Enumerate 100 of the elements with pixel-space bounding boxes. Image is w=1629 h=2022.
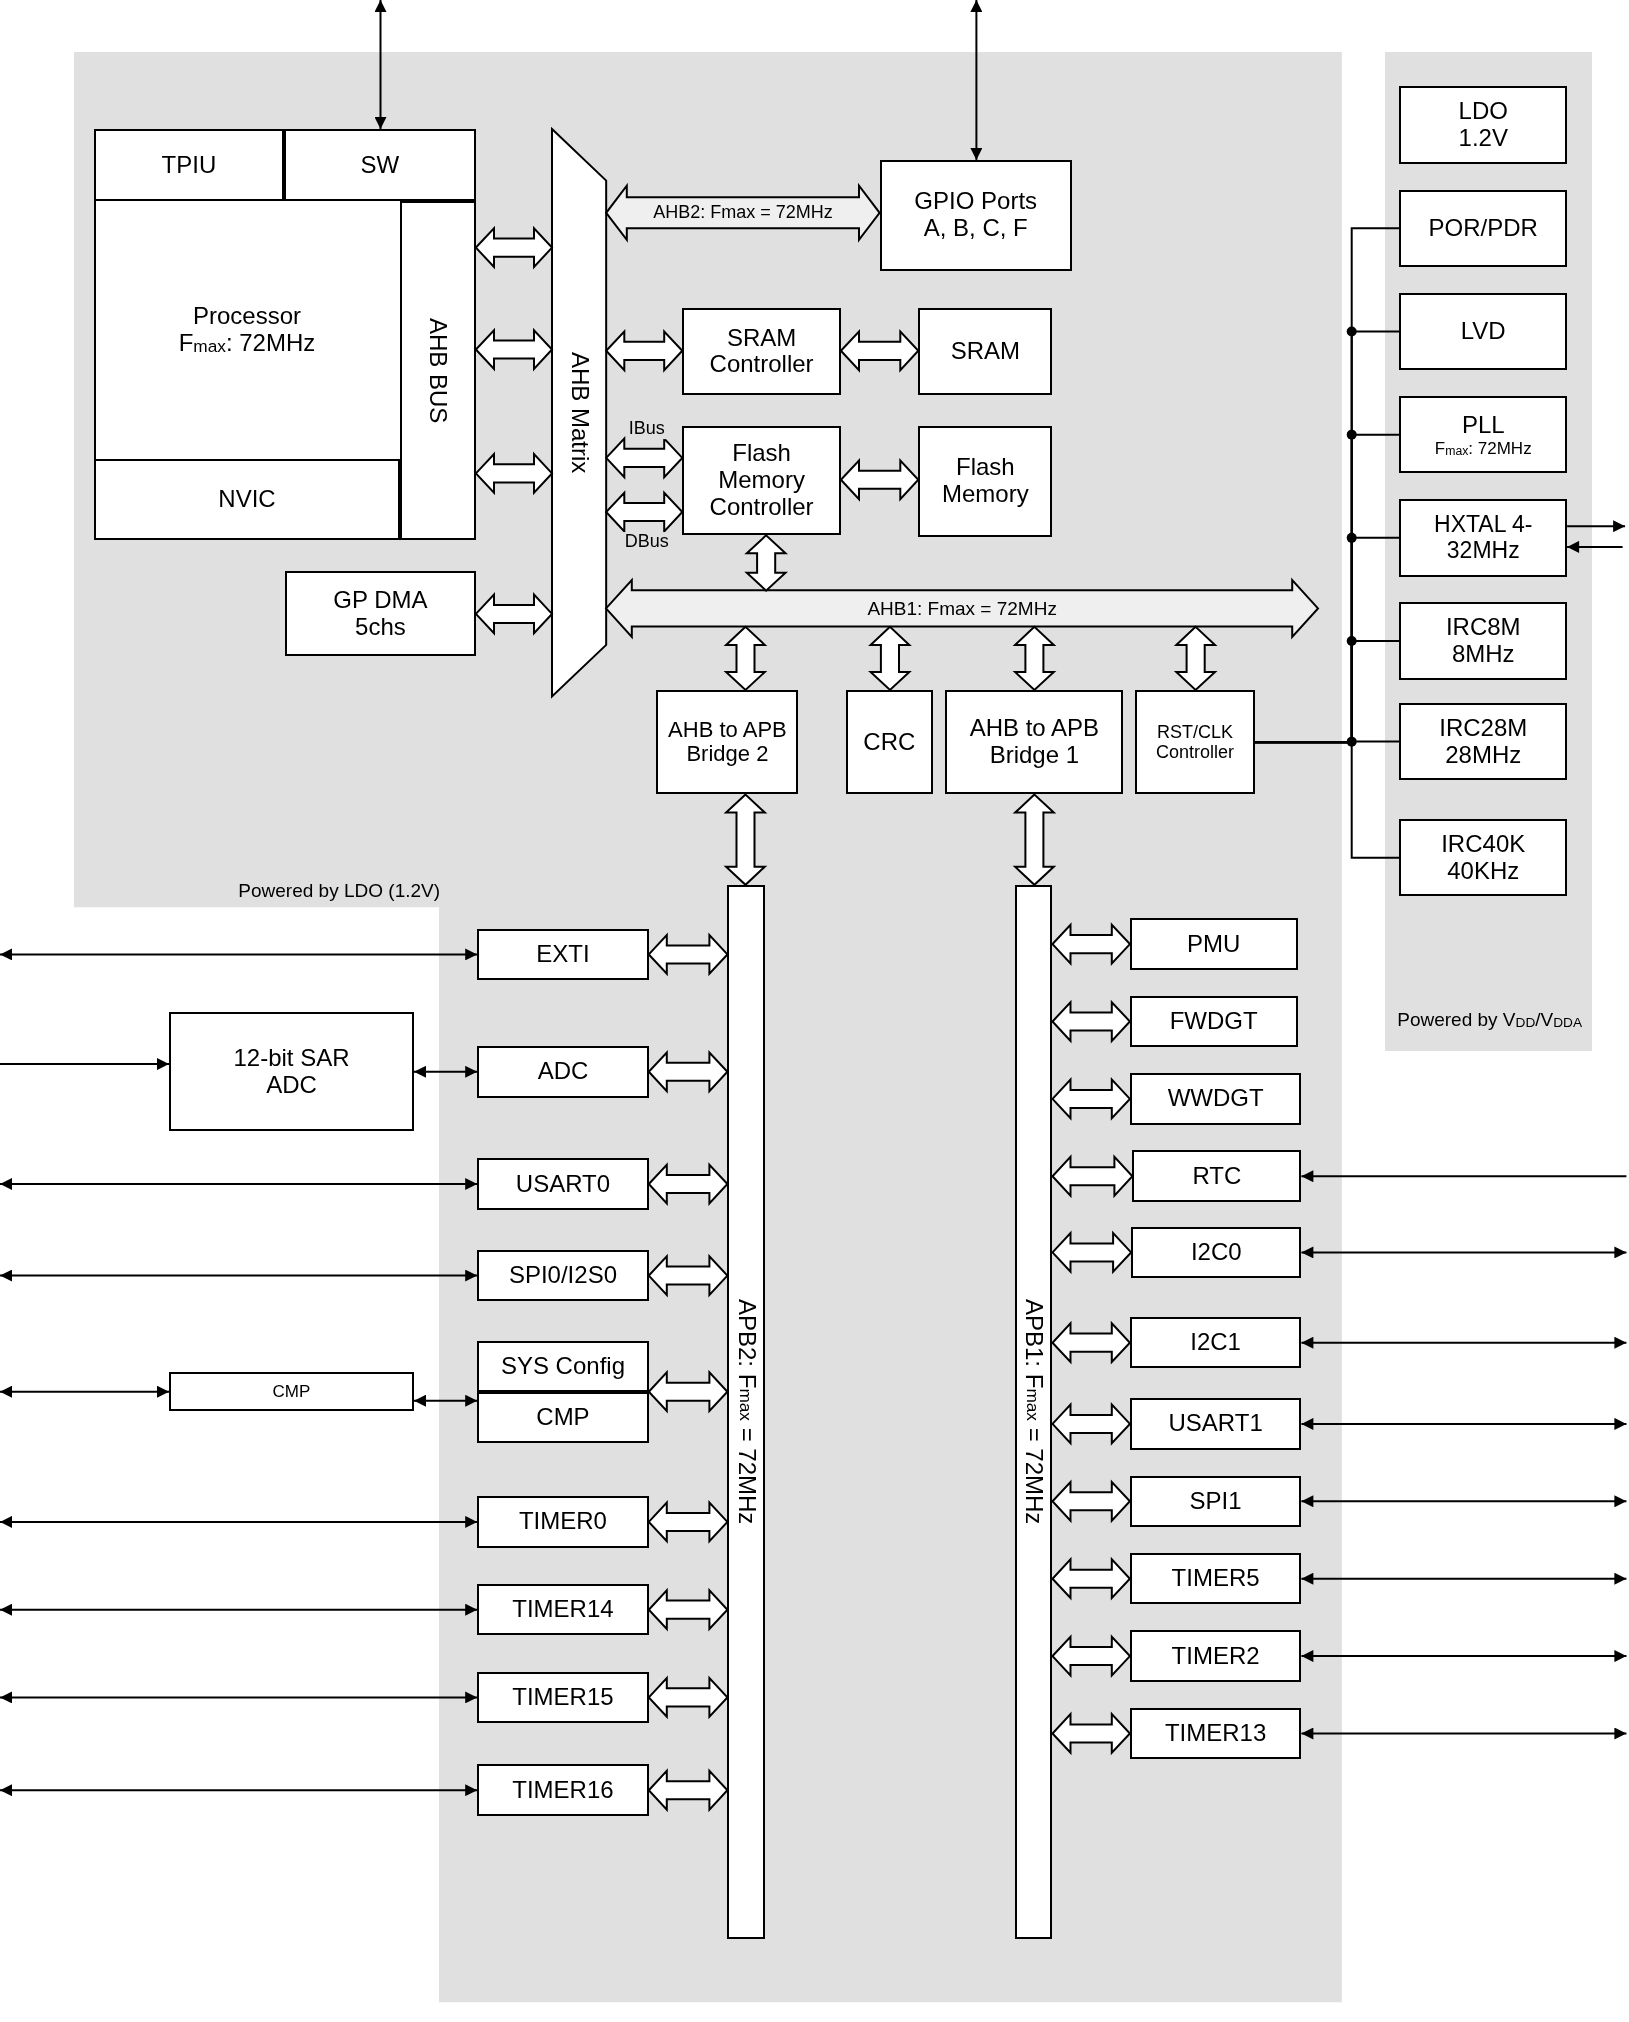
module-block (477, 1158, 649, 1210)
bus-arrow (647, 1587, 729, 1632)
processor-core-block (94, 128, 476, 541)
block-label: PLL (1461, 411, 1505, 439)
module-block (168, 1372, 414, 1411)
bus-arrow (723, 793, 768, 887)
module-block (1135, 690, 1255, 795)
arrow (1300, 1336, 1628, 1349)
block-label: TIMER13 (1164, 1720, 1267, 1747)
block-label: TIMER5 (1171, 1565, 1260, 1593)
bus-arrow (839, 457, 920, 502)
bus-arrow (744, 533, 789, 593)
power-domain-area (73, 51, 1342, 2002)
arrow (413, 1065, 479, 1078)
block-label: CMP (536, 1404, 590, 1431)
block-label: USART1 (1168, 1410, 1263, 1438)
block-label: SPI0/I2S0 (508, 1262, 617, 1289)
block-label: Flash Memory Controller (708, 440, 815, 521)
bus-arrow (647, 1768, 729, 1813)
block-label: RTC (1192, 1162, 1242, 1190)
module-block (1399, 292, 1568, 371)
module-block (656, 690, 799, 795)
block-label: TIMER2 (1171, 1642, 1260, 1670)
module-block (1399, 602, 1568, 680)
bus-arrow (1051, 1154, 1134, 1199)
block-label: IRC40K 40KHz (1440, 830, 1527, 885)
bus-arrow (647, 1049, 729, 1094)
module-block (1129, 1316, 1302, 1369)
block-label: TIMER16 (512, 1776, 614, 1804)
block-label: NVIC (218, 486, 276, 514)
bus-bar (1015, 884, 1053, 1939)
arrow (0, 1603, 479, 1616)
module-block (1399, 86, 1568, 164)
block-label: GP DMA 5chs (332, 587, 429, 641)
bus-arrow (1012, 793, 1057, 887)
block-label: GPIO Ports A, B, C, F (913, 188, 1039, 243)
module-block (1129, 1630, 1302, 1682)
module-block (1132, 1150, 1302, 1203)
bus-arrow (1051, 1077, 1132, 1121)
block-label: SPI1 (1189, 1487, 1242, 1515)
bus-arrow (647, 1500, 729, 1544)
module-block (846, 690, 933, 795)
bus-arrow (1051, 1556, 1132, 1601)
block-label: ADC (537, 1058, 589, 1086)
arrow (0, 1058, 170, 1071)
bus-arrow (474, 451, 554, 496)
module-block (682, 425, 841, 536)
block-label: USART0 (515, 1170, 611, 1198)
block-label: AHB1: Fmax = 72MHz (867, 598, 1057, 620)
bus-block (399, 201, 476, 541)
bus-arrow (474, 225, 554, 270)
block-label: SRAM Controller (708, 324, 815, 379)
block-label: POR/PDR (1428, 214, 1538, 242)
bus-arrow (604, 435, 684, 480)
module-block (945, 690, 1124, 795)
block-label: TIMER15 (512, 1683, 614, 1711)
bus-arrow (604, 328, 684, 373)
module-block (94, 459, 400, 541)
module-block (94, 128, 284, 202)
block-label: TIMER14 (512, 1596, 614, 1624)
bus-label: AHB Matrix (565, 352, 593, 474)
module-block (477, 1671, 649, 1724)
bus-arrow (647, 932, 729, 977)
arrow (413, 1394, 479, 1407)
module-block (1129, 918, 1298, 970)
block-label: I2C1 (1190, 1329, 1241, 1357)
block-label: SRAM (950, 338, 1021, 365)
block-label: TIMER0 (518, 1508, 607, 1536)
block-label: CMP (272, 1382, 311, 1402)
module-block (918, 425, 1053, 537)
block-label: RST/CLK Controller (1154, 722, 1235, 763)
module-block (283, 128, 476, 202)
block-label: Flash Memory (941, 454, 1030, 508)
bus-arrow (474, 592, 554, 636)
module-block (285, 571, 476, 657)
bus-arrow (647, 1162, 729, 1206)
bus-bar (727, 884, 765, 1939)
module-block (1129, 1475, 1302, 1528)
bus-arrow (604, 490, 684, 534)
block-label: IRC8M 8MHz (1444, 614, 1522, 668)
bus-arrow (1051, 1320, 1132, 1365)
bus-arrow (647, 1369, 729, 1414)
bus-arrow (1012, 625, 1057, 692)
arrow (0, 1691, 479, 1704)
bus-arrow (1051, 1479, 1132, 1524)
power-domain-area (1385, 51, 1592, 1052)
bus-matrix-block (552, 128, 607, 697)
module-block (1131, 1226, 1302, 1279)
bus-arrow (1051, 1402, 1132, 1446)
block-label: SYS Config (500, 1353, 625, 1380)
connector-line (1254, 741, 1401, 859)
block-label: FWDGT (1169, 1008, 1258, 1035)
arrow (1300, 1572, 1628, 1585)
bus-arrow (868, 625, 912, 692)
arrow (0, 1515, 479, 1528)
block-label: LVD (1460, 318, 1506, 345)
module-block (918, 308, 1053, 395)
module-block (1399, 819, 1568, 897)
arrow (1300, 1650, 1628, 1663)
arrow (1566, 540, 1624, 553)
